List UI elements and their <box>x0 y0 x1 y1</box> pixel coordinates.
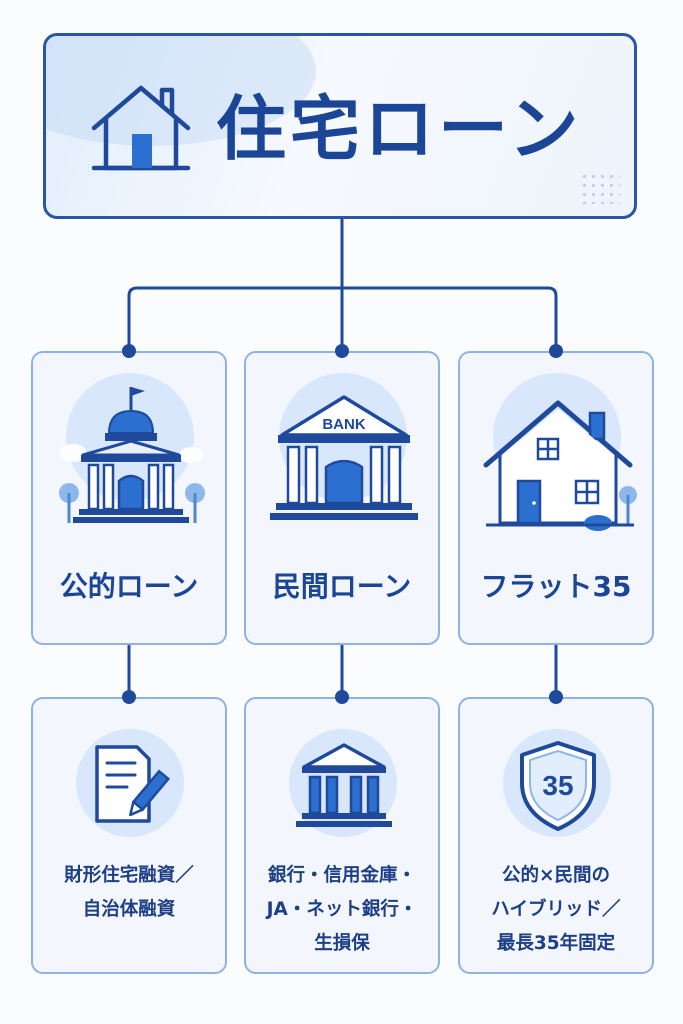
connector-dot <box>335 690 349 704</box>
shield-badge-number: 35 <box>542 770 573 801</box>
description-line: 財形住宅融資／ <box>64 865 194 886</box>
card-title: フラット35 <box>480 570 632 603</box>
description-line: JA・ネット銀行・ <box>266 899 418 920</box>
description-line: 自治体融資 <box>82 899 176 920</box>
page-title: 住宅ローン <box>216 88 583 170</box>
card-description: 公的×民間の ハイブリッド／ 最長35年固定 <box>460 859 652 961</box>
bank-building-icon: BANK <box>270 395 418 520</box>
card-description: 銀行・信用金庫・ JA・ネット銀行・ 生損保 <box>246 859 438 961</box>
card-flat35: フラット35 <box>458 351 654 645</box>
bank-label: BANK <box>322 416 365 433</box>
card-title: 公的ローン <box>59 570 199 603</box>
description-line: 生損保 <box>314 933 370 954</box>
shield-icon: 35 <box>520 741 596 831</box>
connector-dot <box>549 690 563 704</box>
connector-dot <box>122 690 136 704</box>
decorative-dots <box>580 172 620 204</box>
description-line: ハイブリッド／ <box>491 899 621 920</box>
description-line: 最長35年固定 <box>496 933 616 954</box>
connector-dot <box>549 344 563 358</box>
house-icon <box>483 400 637 531</box>
connector-dot <box>122 344 136 358</box>
card-public-loan: 公的ローン <box>31 351 227 645</box>
card-title: 民間ローン <box>272 570 412 603</box>
card-public-loan-detail: 財形住宅融資／ 自治体融資 <box>31 697 227 974</box>
description-line: 公的×民間の <box>501 865 610 886</box>
connector-dot <box>335 344 349 358</box>
card-flat35-detail: 35 公的×民間の ハイブリッド／ 最長35年固定 <box>458 697 654 974</box>
title-box: 住宅ローン <box>43 33 637 219</box>
card-private-loan: BANK 民間ローン <box>244 351 440 645</box>
bank-pillars-icon <box>296 743 392 827</box>
description-line: 銀行・信用金庫・ <box>267 865 416 886</box>
house-icon <box>91 85 191 171</box>
card-description: 財形住宅融資／ 自治体融資 <box>33 859 225 927</box>
document-pen-icon <box>95 745 171 823</box>
card-private-loan-detail: 銀行・信用金庫・ JA・ネット銀行・ 生損保 <box>244 697 440 974</box>
government-building-icon <box>59 387 205 523</box>
